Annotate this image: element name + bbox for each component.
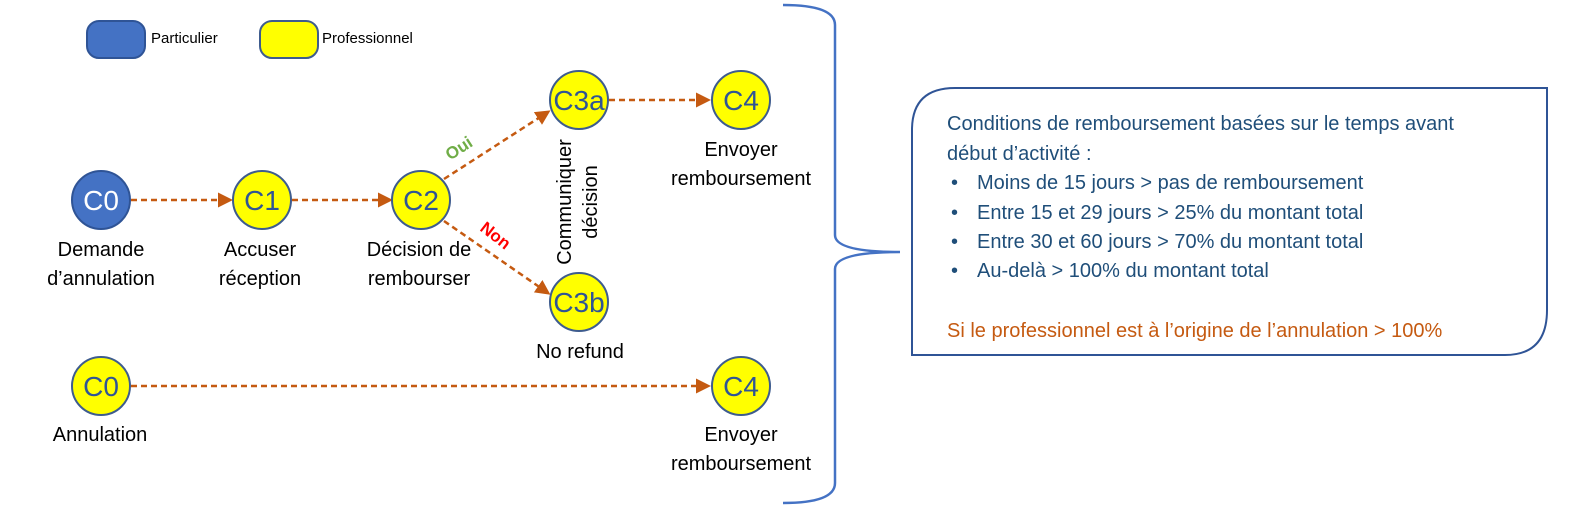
node-label-line-2: remboursement (671, 168, 812, 190)
condition-bullet: Entre 15 et 29 jours > 25% du montant to… (977, 202, 1363, 224)
node-id: C3a (553, 85, 605, 116)
node-label-line-1: Annulation (53, 424, 148, 446)
vertical-label-communiquer-decision: Communiquer décision (554, 139, 602, 265)
node-id: C4 (723, 371, 759, 402)
bullet-dot: • (951, 202, 958, 224)
node-c3b: C3b No refund (536, 272, 624, 363)
flow-arrows (131, 92, 711, 394)
node-c4-bottom: C4 Envoyer remboursement (671, 356, 812, 475)
bullet-dot: • (951, 172, 958, 194)
node-id: C2 (403, 185, 439, 216)
node-circle (232, 170, 292, 230)
condition-bullet: Au-delà > 100% du montant total (977, 260, 1269, 282)
node-c4-top: C4 Envoyer remboursement (671, 70, 812, 190)
conditions-heading-line-2: début d’activité : (947, 143, 1092, 165)
node-label-line-2: rembourser (368, 268, 471, 290)
node-c1: C1 Accuser réception (219, 170, 301, 290)
node-circle (549, 70, 609, 130)
node-label-line-2: réception (219, 268, 301, 290)
node-c3a: C3a (549, 70, 609, 130)
condition-bullet: Entre 30 et 60 jours > 70% du montant to… (977, 231, 1363, 253)
node-label-line-1: Demande (58, 239, 145, 261)
node-circle (71, 170, 131, 230)
bullet-dot: • (951, 260, 958, 282)
legend-label-particulier: Particulier (151, 30, 218, 47)
node-label-line-1: Accuser (224, 239, 297, 261)
vertical-label-line-1: Communiquer (554, 139, 576, 265)
conditions-heading-line-1: Conditions de remboursement basées sur l… (947, 113, 1454, 135)
node-circle (71, 356, 131, 416)
node-circle (711, 70, 771, 130)
node-id: C0 (83, 185, 119, 216)
arrow-c2-c3a (443, 110, 551, 181)
node-c0-top: C0 Demande d’annulation (47, 170, 155, 290)
bullet-dot: • (951, 231, 958, 253)
node-label-line-1: Décision de (367, 239, 472, 261)
branch-label-oui: Oui (442, 133, 476, 164)
node-label-line-2: remboursement (671, 453, 812, 475)
node-circle (711, 356, 771, 416)
node-label-line-1: Envoyer (704, 139, 778, 161)
conditions-box: Conditions de remboursement basées sur l… (911, 87, 1548, 356)
legend-label-professionnel: Professionnel (322, 30, 413, 47)
conditions-note: Si le professionnel est à l’origine de l… (947, 320, 1443, 342)
node-id: C4 (723, 85, 759, 116)
node-label-line-2: d’annulation (47, 268, 155, 290)
node-id: C0 (83, 371, 119, 402)
vertical-label-line-2: décision (580, 165, 602, 238)
condition-bullet: Moins de 15 jours > pas de remboursement (977, 172, 1364, 194)
legend-swatch-professionnel (259, 20, 319, 59)
branch-label-non: Non (477, 218, 515, 253)
right-brace (782, 3, 901, 505)
conditions-box-border (911, 87, 1548, 356)
arrow-c2-c3b (443, 219, 551, 295)
node-circle (549, 272, 609, 332)
legend-swatch-particulier (86, 20, 146, 59)
node-label-line-1: No refund (536, 341, 624, 363)
node-c0-bottom: C0 Annulation (53, 356, 148, 446)
node-label-line-1: Envoyer (704, 424, 778, 446)
legend: Particulier Professionnel (86, 20, 413, 59)
node-circle (391, 170, 451, 230)
node-id: C3b (553, 287, 604, 318)
node-c2: C2 Décision de rembourser (367, 170, 472, 290)
node-id: C1 (244, 185, 280, 216)
